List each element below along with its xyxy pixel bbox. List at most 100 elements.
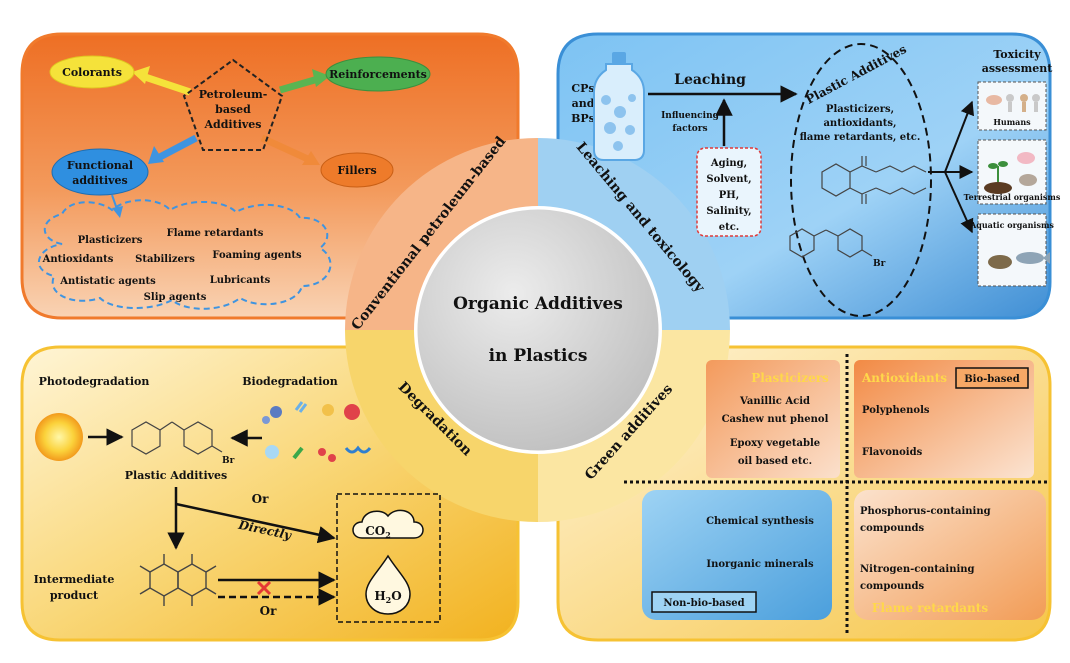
flame-retardants-title: Flame retardants — [872, 601, 988, 615]
pentagon-line1: Petroleum- — [199, 88, 268, 101]
cloud-plasticizers: Plasticizers — [78, 235, 143, 246]
non-bio-card — [642, 490, 832, 620]
band-leaching — [538, 138, 730, 330]
cloud-lubricants: Lubricants — [210, 275, 271, 286]
h2o-label: H2O — [374, 589, 401, 605]
node-fillers — [320, 152, 394, 188]
nitrogen-line2: compounds — [860, 581, 925, 592]
functional-line1: Functional — [67, 159, 133, 172]
humans-label: Humans — [993, 117, 1031, 127]
influencing-line1: Influencing — [661, 111, 720, 121]
intermediate-line2: product — [50, 589, 99, 602]
bottle-icon — [593, 52, 645, 161]
br-label-leaching: Br — [873, 259, 886, 269]
leaching-label: Leaching — [674, 72, 746, 88]
arrow-to-reinforcements — [279, 69, 330, 94]
band-green — [538, 330, 730, 522]
green-antioxidants-title: Antioxidants — [861, 371, 947, 385]
or-label: Or — [252, 492, 269, 506]
flame-card — [854, 490, 1046, 620]
band-conventional — [345, 137, 538, 330]
biodegradation-label: Biodegradation — [242, 375, 338, 388]
cloud-antistatic-agents: Antistatic agents — [59, 276, 156, 287]
phthalate-structure — [821, 156, 927, 204]
or2-label: Or — [260, 604, 277, 618]
nitrogen-line1: Nitrogen-containing — [860, 564, 975, 575]
center-title-line2: in Plastics — [489, 346, 588, 366]
phosphorus-line2: compounds — [860, 523, 925, 534]
antioxidant-item-2: Flavonoids — [862, 447, 923, 458]
node-reinforcements — [325, 56, 431, 92]
terrestrial-box — [977, 139, 1047, 205]
node-functional — [51, 148, 149, 196]
additives-cloud — [37, 199, 332, 310]
functional-to-cloud-arrow — [111, 194, 123, 218]
colorants-label: Colorants — [62, 66, 122, 79]
factor-solvent: Solvent, — [706, 174, 751, 185]
br-label-degradation: Br — [222, 456, 235, 466]
water-drop-icon — [365, 554, 411, 615]
non-bio-label: Non-bio-based — [663, 598, 744, 609]
center-title-line1: Organic Additives — [453, 294, 623, 314]
petroleum-pentagon — [182, 58, 284, 151]
naphthalene-structure — [139, 554, 217, 606]
plasticizer-item-4: oil based etc. — [738, 456, 812, 467]
chemical-synthesis: Chemical synthesis — [706, 516, 814, 527]
cps-line1: CPs — [571, 82, 594, 95]
bio-based-label: Bio-based — [964, 374, 1020, 385]
bio-based-badge — [955, 367, 1029, 389]
cloud-stabilizers: Stabilizers — [135, 254, 195, 265]
blocked-x-icon — [256, 580, 272, 596]
examples-line3: flame retardants, etc. — [800, 132, 921, 143]
antioxidant-item-1: Polyphenols — [862, 405, 930, 416]
products-box — [336, 493, 441, 623]
intermediate-line1: Intermediate — [34, 573, 115, 586]
factor-aging: Aging, — [710, 158, 747, 169]
toxicity-line2: assessment — [982, 62, 1054, 75]
toxicity-line1: Toxicity — [993, 48, 1041, 61]
microorganisms-icon — [262, 401, 372, 462]
cloud-flame-retardants: Flame retardants — [167, 228, 264, 239]
co2-cloud-icon — [352, 509, 424, 539]
factors-box — [696, 147, 762, 237]
examples-line2: antioxidants, — [823, 118, 896, 129]
fillers-label: Fillers — [337, 164, 376, 177]
aquatic-box — [977, 213, 1050, 287]
non-bio-badge — [651, 591, 757, 613]
plasticizer-item-3: Epoxy vegetable — [730, 438, 820, 449]
toxicity-arrows — [928, 100, 974, 234]
terrestrial-label: Terrestrial organisms — [964, 192, 1061, 202]
phosphorus-line1: Phosphorus-containing — [860, 506, 991, 517]
factor-etc: etc. — [719, 222, 740, 233]
bromo-diphenyl-ether-structure — [789, 228, 873, 258]
center-circle — [414, 206, 662, 454]
cps-line2: and — [572, 97, 595, 110]
green-plasticizers-title: Plasticizers — [751, 371, 829, 385]
arrow-to-colorants — [132, 66, 192, 96]
antioxidants-card — [854, 360, 1034, 478]
influencing-line2: factors — [672, 124, 707, 134]
band-degradation — [345, 330, 538, 523]
cloud-antioxidants: Antioxidants — [42, 254, 114, 265]
plastic-additives-ellipse — [790, 43, 932, 317]
co2-label: CO2 — [365, 524, 391, 540]
photodegradation-label: Photodegradation — [39, 375, 150, 388]
arrow-to-functional — [148, 134, 198, 164]
degradation-plastic-additives: Plastic Additives — [125, 469, 228, 482]
plasticizer-item-1: Vanillic Acid — [739, 396, 810, 407]
sun-icon — [35, 413, 83, 461]
cloud-slip-agents: Slip agents — [144, 292, 207, 303]
examples-line1: Plasticizers, — [826, 104, 894, 115]
pentagon-line2: based — [215, 103, 251, 116]
degradation-ether-structure — [131, 421, 223, 455]
reinforcements-label: Reinforcements — [329, 68, 427, 81]
direct-arrow — [175, 502, 336, 544]
cloud-foaming-agents: Foaming agents — [212, 250, 302, 261]
inorganic-minerals: Inorganic minerals — [706, 559, 814, 570]
cps-line3: BPs — [571, 112, 595, 125]
plasticizer-item-2: Cashew nut phenol — [722, 414, 829, 425]
plasticizers-card — [706, 360, 840, 478]
functional-line2: additives — [72, 174, 128, 187]
humans-box — [977, 81, 1047, 131]
